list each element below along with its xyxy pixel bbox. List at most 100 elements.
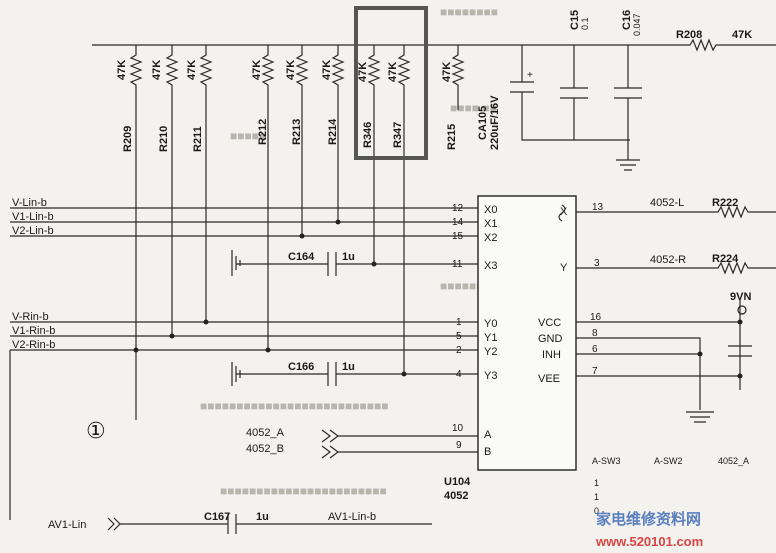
av-port-label: AV1-Lin: [48, 519, 86, 531]
svg-text:INH: INH: [542, 349, 561, 361]
output-ref: R224: [712, 253, 739, 265]
svg-text:+: +: [527, 70, 533, 81]
outputs: 4052-L R222 4052-R R224: [640, 197, 776, 275]
resistor-ref: R211: [192, 126, 204, 152]
chip-part: 4052: [444, 490, 468, 502]
svg-text:■■■■■■■■■■■■■■■■■■■■■■■■■■: ■■■■■■■■■■■■■■■■■■■■■■■■■■: [200, 399, 388, 413]
svg-text:16: 16: [590, 312, 602, 323]
svg-text:家电维修资料网: 家电维修资料网: [596, 510, 701, 528]
resistor-value: 47K: [186, 60, 198, 80]
chip-u104: 12 X0 14 X1 15 X2 11 X3 1 Y0 5 Y1 2 Y2 4…: [444, 195, 604, 502]
output-net: 4052-L: [650, 197, 684, 209]
resistor-r211: R211 47K: [186, 45, 213, 322]
svg-text:1: 1: [594, 492, 599, 502]
resistor-value: 47K: [441, 62, 453, 82]
svg-text:VCC: VCC: [538, 317, 561, 329]
svg-text:■■■■ ■■: ■■■■ ■■: [450, 101, 497, 115]
resistor-ref: R215: [446, 124, 458, 150]
signal-label: V2-Rin-b: [12, 339, 55, 351]
chip-ref: U104: [444, 476, 471, 488]
signal-label: V1-Rin-b: [12, 325, 55, 337]
resistor-value: 47K: [357, 62, 369, 82]
cap-ref: C167: [204, 511, 230, 523]
resistor-ref: R213: [291, 119, 303, 145]
signal-label: V-Rin-b: [12, 311, 49, 323]
control-inputs: 4052_A 4052_B: [246, 427, 478, 459]
control-label: 4052_B: [246, 443, 284, 455]
svg-text:X2: X2: [484, 232, 497, 244]
electrolytic-value: 220uF/16V: [489, 95, 501, 150]
svg-text:X1: X1: [484, 218, 497, 230]
svg-text:Y3: Y3: [484, 370, 497, 382]
section-marker: ①: [86, 418, 106, 443]
cap-value: 1u: [342, 251, 355, 263]
chip-left-pins: 12 X0 14 X1 15 X2 11 X3 1 Y0 5 Y1 2 Y2 4…: [452, 203, 497, 458]
resistor-r208-value: 47K: [732, 29, 752, 41]
svg-text:11: 11: [452, 259, 463, 270]
highlight-box: [354, 6, 428, 160]
svg-text:■■■■■■■■■■■■■■■■■■■■■■■: ■■■■■■■■■■■■■■■■■■■■■■■: [220, 484, 387, 498]
output-net: 4052-R: [650, 254, 686, 266]
av-net-label: AV1-Lin-b: [328, 511, 376, 523]
resistor-r346: R346 47K: [357, 45, 381, 264]
resistor-value: 47K: [321, 60, 333, 80]
svg-text:X0: X0: [484, 204, 497, 216]
svg-text:Y0: Y0: [484, 318, 497, 330]
svg-text:Y2: Y2: [484, 346, 497, 358]
cap-c16-value: 0.047: [632, 13, 642, 36]
svg-text:1: 1: [594, 478, 599, 488]
chip-right-wiring: 9VN: [558, 204, 752, 423]
resistor-ref: R212: [257, 119, 269, 145]
resistor-r213: R213 47K: [285, 45, 309, 236]
resistor-value: 47K: [251, 60, 263, 80]
cap-ref: C164: [288, 251, 315, 263]
control-label: 4052_A: [246, 427, 285, 439]
svg-text:1: 1: [456, 317, 462, 328]
svg-text:www.520101.com: www.520101.com: [595, 534, 703, 549]
power-label: 9VN: [730, 291, 751, 303]
signal-label: V1-Lin-b: [12, 211, 54, 223]
svg-text:6: 6: [592, 344, 598, 355]
cap-value: 1u: [342, 361, 355, 373]
svg-text:9: 9: [456, 440, 462, 451]
resistor-group: R209 47K R210 47K R211 47K R212 47K R213…: [116, 6, 465, 410]
svg-text:4052_A: 4052_A: [718, 456, 749, 466]
svg-text:A: A: [484, 429, 492, 441]
cap-value: 1u: [256, 511, 269, 523]
svg-text:Y: Y: [560, 262, 568, 274]
svg-text:X3: X3: [484, 260, 497, 272]
cap-c15-value: 0.1: [580, 17, 590, 30]
resistor-ref: R346: [362, 122, 374, 148]
resistor-value: 47K: [116, 60, 128, 80]
svg-text:0: 0: [594, 506, 599, 516]
svg-text:■■■■■■■■: ■■■■■■■■: [440, 5, 498, 19]
svg-text:4: 4: [456, 369, 462, 380]
resistor-ref: R347: [392, 122, 404, 148]
resistor-r210: R210 47K: [151, 45, 179, 336]
watermark: 家电维修资料网 www.520101.com: [595, 510, 703, 549]
resistor-value: 47K: [151, 60, 163, 80]
svg-text:15: 15: [452, 231, 464, 242]
resistor-value: 47K: [387, 62, 399, 82]
electrolytic-ref: CA105: [477, 106, 489, 140]
output-ref: R222: [712, 197, 738, 209]
resistor-r208-ref: R208: [676, 29, 702, 41]
cap-c16-ref: C16: [621, 10, 633, 30]
resistor-r347: R347 47K: [387, 45, 411, 374]
svg-text:2: 2: [456, 345, 462, 356]
svg-text:A-SW2: A-SW2: [654, 456, 683, 466]
top-right-section: + CA105 220uF/16V C15 0.1 C16 0.047 R208…: [477, 10, 776, 171]
svg-text:B: B: [484, 446, 491, 458]
svg-text:7: 7: [592, 366, 598, 377]
svg-text:13: 13: [592, 202, 604, 213]
svg-text:12: 12: [452, 203, 464, 214]
svg-text:GND: GND: [538, 333, 563, 345]
truth-table: A-SW3 A-SW2 4052_A 1 1 0: [592, 456, 749, 516]
resistor-r215: R215 47K: [441, 45, 465, 150]
chip-right-pins: X 13 Y 3 VCC 16 GND 8 INH 6 VEE 7: [538, 202, 604, 385]
resistor-ref: R209: [122, 126, 134, 152]
svg-text:10: 10: [452, 423, 464, 434]
resistor-ref: R214: [327, 118, 339, 145]
